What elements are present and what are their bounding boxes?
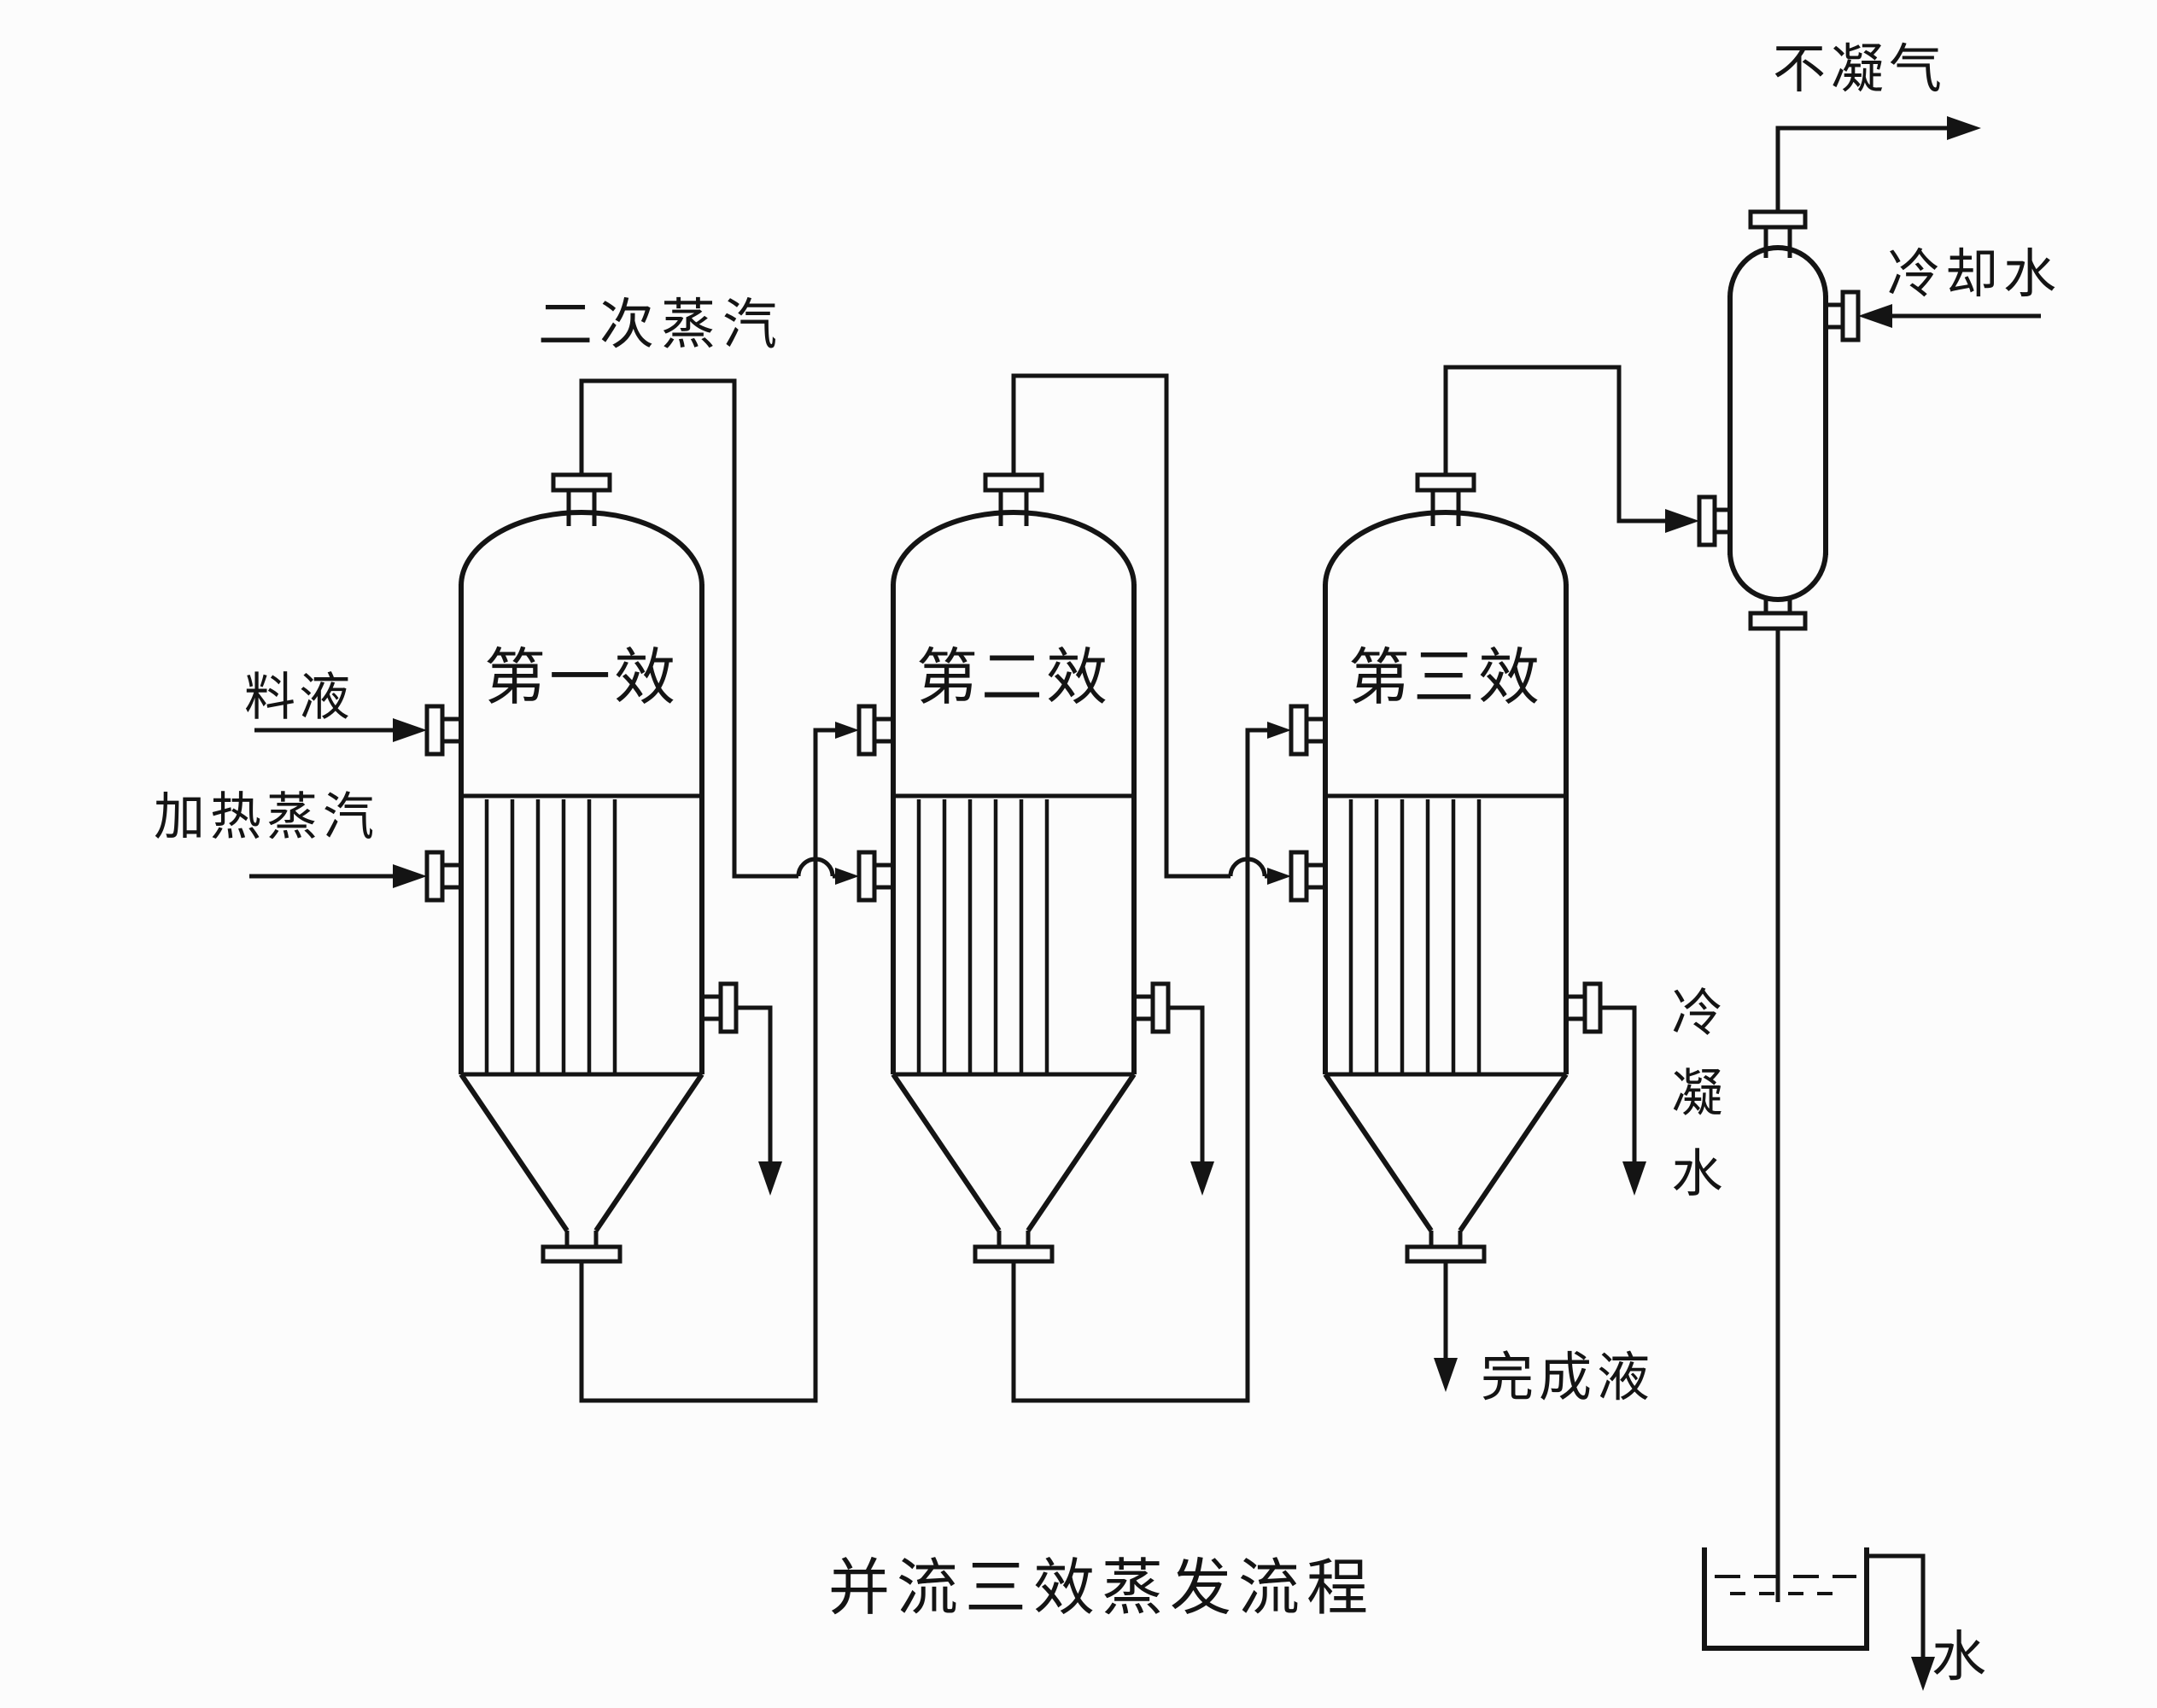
feed-label: 料液 — [244, 668, 354, 728]
condensate-water-label: 冷凝水 — [1663, 986, 1722, 1226]
water-label: 水 — [1932, 1626, 1986, 1689]
finished-liquid-label: 完成液 — [1481, 1346, 1656, 1408]
evaporator-1-label: 第一效 — [483, 641, 679, 713]
evaporator-2-label: 第二效 — [915, 641, 1111, 713]
finished-liquid-arrow — [1434, 1261, 1458, 1392]
heating-steam-label: 加热蒸汽 — [154, 787, 379, 847]
cooling-water-label: 冷却水 — [1887, 243, 2062, 305]
secondary-steam-label: 二次蒸汽 — [538, 294, 784, 357]
non-condensable-gas-pipe — [1775, 116, 1981, 212]
liquid-pipe-2-to-3 — [1011, 722, 1291, 1403]
cooling-water-arrow — [1858, 304, 2041, 328]
evaporator-3-vessel — [1289, 472, 1603, 1264]
vapor-pipe-3-to-condenser — [1443, 365, 1699, 533]
heating-steam-arrow — [249, 864, 427, 888]
condensate-arrow-1 — [736, 1005, 782, 1196]
non-condensable-gas-label: 不凝气 — [1773, 38, 1948, 100]
evaporator-2-vessel — [856, 472, 1171, 1264]
condenser-vessel — [1697, 209, 1861, 631]
condensate-arrow-3 — [1600, 1005, 1646, 1196]
diagram-title: 并流三效蒸发流程 — [827, 1552, 1375, 1623]
liquid-pipe-1-to-2 — [579, 722, 859, 1403]
evaporator-1-vessel — [424, 472, 739, 1264]
water-tank — [1702, 1547, 1869, 1651]
evaporator-3-label: 第三效 — [1347, 641, 1543, 713]
condensate-arrow-2 — [1168, 1005, 1214, 1196]
water-outlet-arrow — [1867, 1553, 1935, 1691]
feed-arrow — [254, 718, 427, 742]
